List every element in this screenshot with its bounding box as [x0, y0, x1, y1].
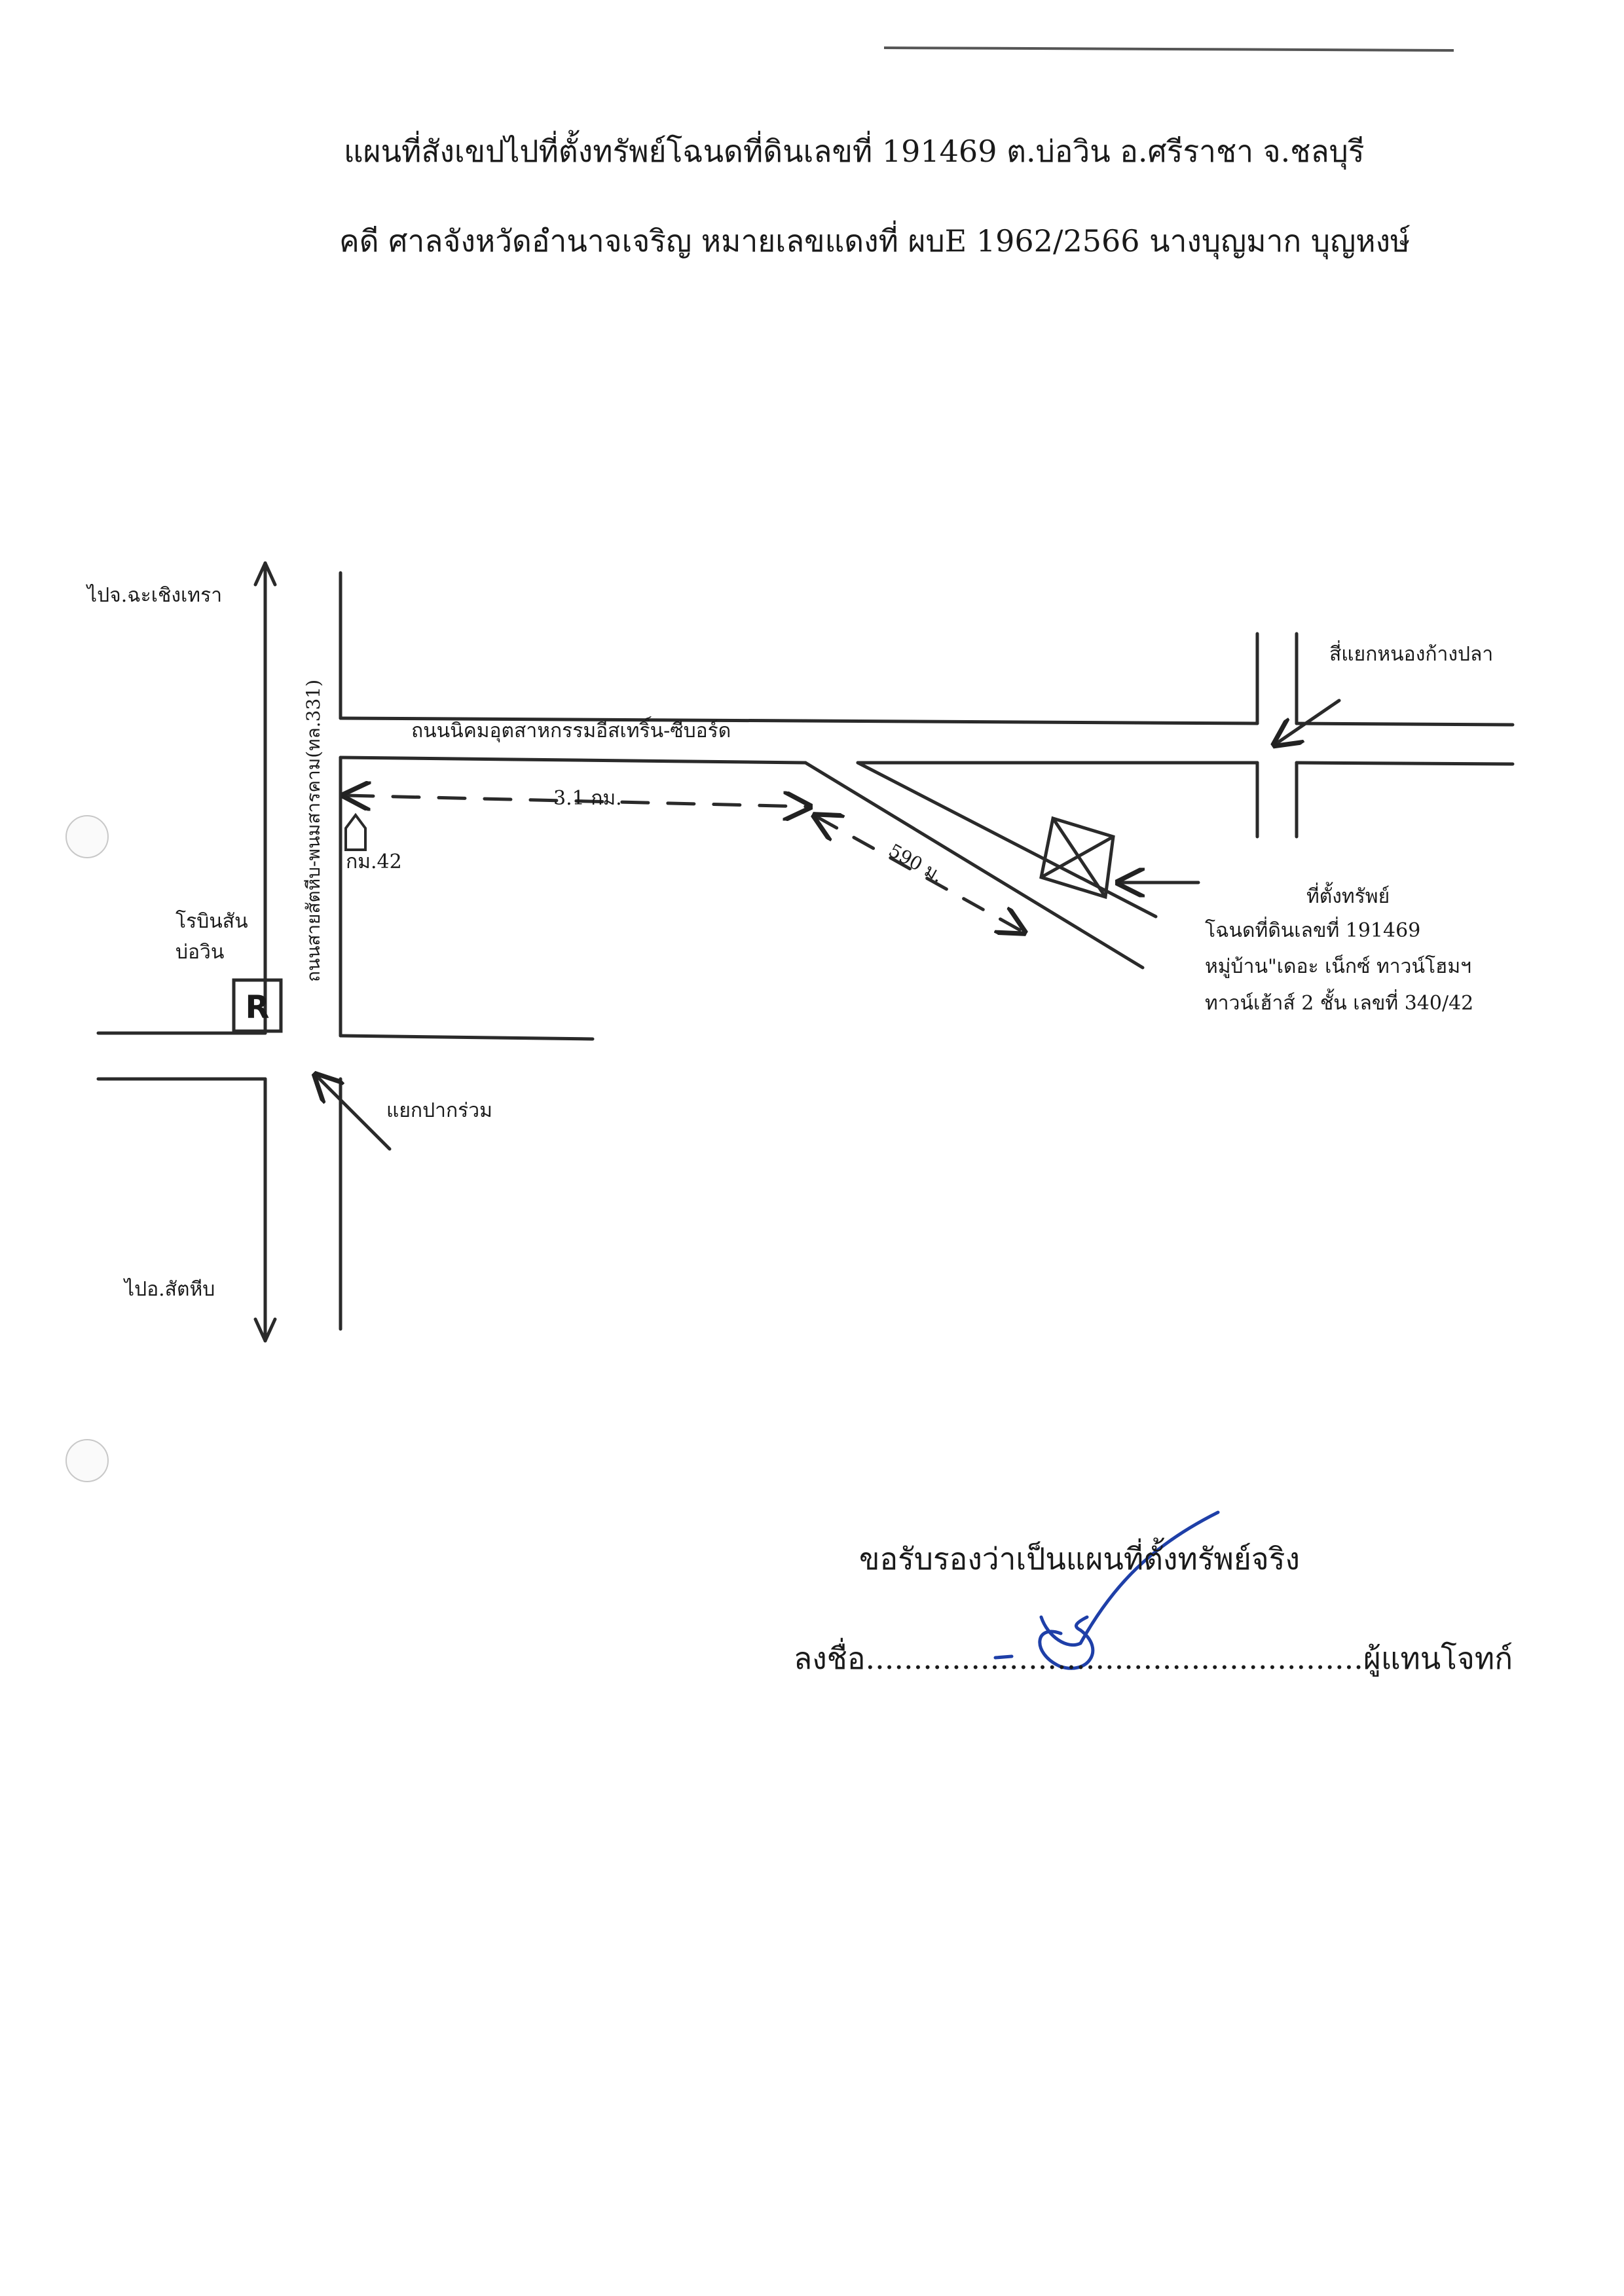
label-landmark-line-1: โรบินสัน [175, 910, 248, 933]
label-to-south: ไปอ.สัตหีบ [124, 1278, 215, 1301]
property-marker-icon [1039, 816, 1115, 900]
distance-arrow-main [347, 795, 807, 807]
binder-hole-bottom [65, 1439, 109, 1482]
right-junction-arrow [1277, 699, 1341, 743]
landmark-symbol: R [246, 989, 270, 1026]
sign-prefix: ลงชื่อ [794, 1641, 866, 1676]
signature-mark [993, 1510, 1220, 1670]
property-label-line-2: โฉนดที่ดินเลขที่ 191469 [1205, 919, 1421, 942]
bottom-junction-arrow [318, 1077, 392, 1151]
label-landmark-line-2: บ่อวิน [175, 941, 225, 964]
label-to-north: ไปจ.ฉะเชิงเทรา [87, 584, 223, 607]
horizontal-road-top-edge [339, 716, 1259, 725]
signature-line: ลงชื่อ..................................… [794, 1643, 1513, 1673]
north-arrow-right-barb [263, 561, 277, 587]
label-km-marker: กม.42 [346, 850, 402, 873]
title-line-2: คดี ศาลจังหวัดอำนาจเจริญ หมายเลขแดงที่ ผ… [339, 223, 1411, 259]
binder-hole-top [65, 815, 109, 858]
property-label-line-3: หมู่บ้าน"เดอะ เน็กซ์ ทาวน์โฮมฯ [1205, 955, 1471, 978]
distance-label-branch: 590 ม. [885, 839, 947, 886]
title-line-1: แผนที่สังเขปไปที่ตั้งทรัพย์โฉนดที่ดินเลข… [344, 134, 1365, 169]
landmark-box [232, 978, 283, 1033]
south-arrow-left-barb [253, 1317, 267, 1343]
lower-cross-road-east [339, 1034, 595, 1041]
property-label-line-4: ทาวน์เฮ้าส์ 2 ชั้น เลขที่ 340/42 [1205, 992, 1474, 1015]
horizontal-road-top-edge-east [1295, 721, 1515, 727]
property-label-line-1: ที่ตั้งทรัพย์ [1306, 885, 1390, 908]
label-distance-main: 3.1 กม. [553, 787, 622, 810]
horizontal-road-bottom-edge [339, 756, 807, 765]
sign-dots: ........................................… [865, 1641, 1363, 1676]
north-arrow-left-barb [253, 561, 267, 587]
label-right-junction: สี่แยกหนองก้างปลา [1329, 643, 1494, 666]
label-bottom-junction: แยกปากร่วม [386, 1099, 492, 1122]
south-arrow-right-barb [263, 1317, 277, 1343]
horizontal-road-bottom-edge-far-east [1295, 761, 1515, 766]
scan-streak [883, 46, 1454, 52]
km-marker-icon [344, 812, 367, 851]
vertical-road-label: ถนนสายสัตหีบ-พนมสารคาม(ทล.331) [303, 680, 324, 982]
certify-text: ขอรับรองว่าเป็นแผนที่ตั้งทรัพย์จริง [859, 1541, 1300, 1576]
branch-road-lower-edge [803, 761, 1145, 970]
sign-suffix: ผู้แทนโจทก์ [1363, 1641, 1513, 1676]
label-horizontal-road: ถนนนิคมอุตสาหกรรมอีสเทริ์น-ซีบอร์ด [411, 720, 731, 742]
